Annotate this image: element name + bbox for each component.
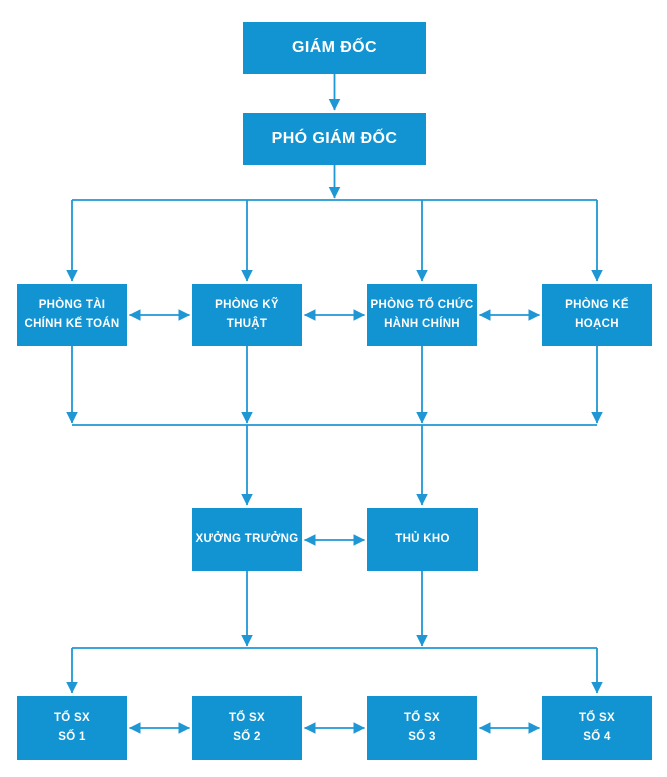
node-label: GIÁM ĐỐC: [292, 39, 377, 56]
node-label-line: CHÍNH KẾ TOÁN: [24, 318, 120, 330]
node-label-line: TỔ SX: [578, 712, 615, 725]
node-phong-ke-hoach: PHÒNG KẾ HOẠCH: [542, 284, 652, 346]
node-to-sx-so-2: TỔ SX SỐ 2: [192, 696, 302, 760]
node-label-line: SỐ 3: [408, 731, 436, 743]
node-to-sx-so-1: TỔ SX SỐ 1: [17, 696, 127, 760]
node-label-line: PHÒNG KẾ: [565, 299, 629, 312]
node-label-line: PHÒNG KỸ: [215, 299, 279, 312]
node-to-sx-so-4: TỔ SX SỐ 4: [542, 696, 652, 760]
node-label: PHÓ GIÁM ĐỐC: [271, 130, 398, 147]
node-label: THỦ KHO: [395, 533, 450, 546]
node-xuong-truong: XƯỞNG TRƯỞNG: [192, 508, 302, 571]
node-label-line: SỐ 4: [583, 731, 611, 743]
node-label-line: PHÒNG TÀI: [38, 299, 106, 312]
node-label-line: TỔ SX: [53, 712, 90, 725]
node-label-line: TỔ SX: [228, 712, 265, 725]
node-to-sx-so-3: TỔ SX SỐ 3: [367, 696, 477, 760]
node-label-line: HOẠCH: [575, 318, 619, 330]
node-label-line: HÀNH CHÍNH: [384, 318, 460, 330]
node-phong-tai-chinh-ke-toan: PHÒNG TÀI CHÍNH KẾ TOÁN: [17, 284, 127, 346]
node-phong-ky-thuat: PHÒNG KỸ THUẬT: [192, 284, 302, 346]
node-pho-giam-doc: PHÓ GIÁM ĐỐC: [243, 113, 426, 165]
node-label-line: SỐ 2: [233, 731, 261, 743]
node-label: XƯỞNG TRƯỞNG: [195, 533, 299, 546]
node-label-line: PHÒNG TỔ CHỨC: [370, 299, 474, 312]
node-label-line: THUẬT: [226, 318, 268, 330]
node-label-line: TỔ SX: [403, 712, 440, 725]
node-phong-to-chuc-hanh-chinh: PHÒNG TỔ CHỨC HÀNH CHÍNH: [367, 284, 477, 346]
node-label-line: SỐ 1: [58, 731, 86, 743]
node-thu-kho: THỦ KHO: [367, 508, 478, 571]
node-giam-doc: GIÁM ĐỐC: [243, 22, 426, 74]
